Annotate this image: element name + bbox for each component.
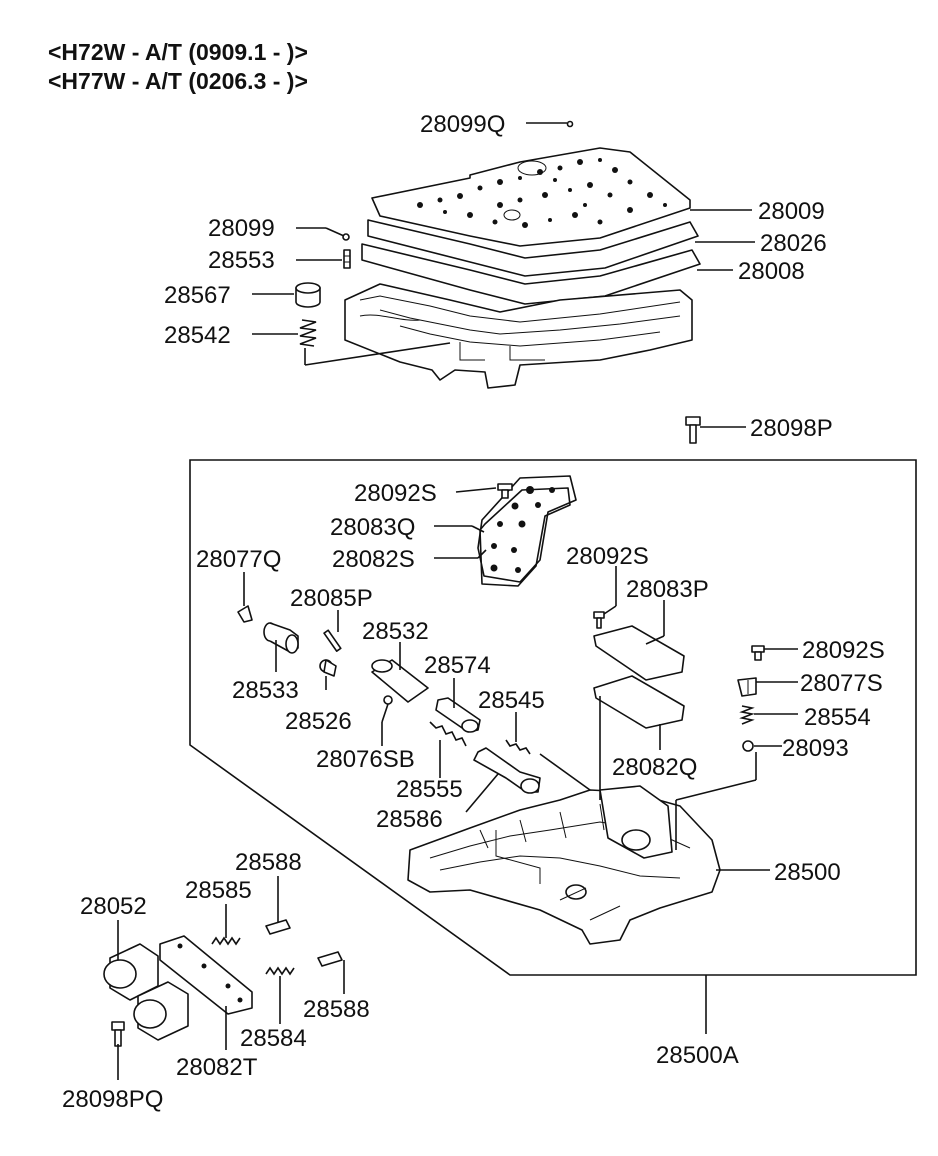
label-28092s-c: 28092S bbox=[802, 637, 885, 664]
model-header-line-1: <H72W - A/T (0909.1 - )> bbox=[48, 39, 308, 65]
label-28009: 28009 bbox=[758, 198, 825, 225]
label-28092s-a: 28092S bbox=[354, 480, 437, 507]
plug-28526 bbox=[319, 659, 337, 677]
valve-28586 bbox=[473, 747, 541, 794]
label-28588-a: 28588 bbox=[235, 849, 302, 876]
spring-28554 bbox=[739, 705, 755, 725]
model-header-line-2: <H77W - A/T (0206.3 - )> bbox=[48, 68, 308, 94]
screw-28092s-mid bbox=[593, 611, 605, 629]
label-28082t: 28082T bbox=[176, 1054, 258, 1081]
screw-28092s-right bbox=[751, 645, 765, 661]
label-28082s: 28082S bbox=[332, 546, 415, 573]
label-28554: 28554 bbox=[804, 704, 871, 731]
label-28083q: 28083Q bbox=[330, 514, 415, 541]
label-28533: 28533 bbox=[232, 677, 299, 704]
label-28588-b: 28588 bbox=[303, 996, 370, 1023]
pin-28553 bbox=[343, 249, 351, 269]
cup-28567 bbox=[295, 282, 321, 308]
label-28082q: 28082Q bbox=[612, 754, 697, 781]
pin-28588-lower bbox=[317, 951, 343, 967]
assembly-boundary-box bbox=[189, 459, 917, 976]
label-28093: 28093 bbox=[782, 735, 849, 762]
label-28092s-b: 28092S bbox=[566, 543, 649, 570]
plug-28077s bbox=[737, 677, 757, 697]
label-28098pq: 28098PQ bbox=[62, 1086, 163, 1113]
spring-28584 bbox=[265, 966, 295, 976]
label-28526: 28526 bbox=[285, 708, 352, 735]
separator-plate-28009 bbox=[371, 147, 691, 247]
label-28567: 28567 bbox=[164, 282, 231, 309]
label-28077s: 28077S bbox=[800, 670, 883, 697]
spring-28542 bbox=[299, 319, 317, 347]
label-28099q: 28099Q bbox=[420, 111, 505, 138]
label-28584: 28584 bbox=[240, 1025, 307, 1052]
label-28574: 28574 bbox=[424, 652, 491, 679]
label-28077q: 28077Q bbox=[196, 546, 281, 573]
label-28099: 28099 bbox=[208, 215, 275, 242]
spring-28545 bbox=[505, 739, 531, 755]
gasket-28082q bbox=[593, 675, 685, 729]
label-28542: 28542 bbox=[164, 322, 231, 349]
ball-28099q bbox=[566, 120, 574, 128]
ball-28099 bbox=[342, 233, 350, 241]
label-28545: 28545 bbox=[478, 687, 545, 714]
label-28553: 28553 bbox=[208, 247, 275, 274]
sleeve-28532 bbox=[371, 659, 429, 703]
label-28052: 28052 bbox=[80, 893, 147, 920]
label-28076sb: 28076SB bbox=[316, 746, 415, 773]
label-28085p: 28085P bbox=[290, 585, 373, 612]
bolt-28098pq bbox=[111, 1021, 125, 1047]
label-28500: 28500 bbox=[774, 859, 841, 886]
pin-28588-upper bbox=[265, 919, 291, 935]
label-28532: 28532 bbox=[362, 618, 429, 645]
label-28083p: 28083P bbox=[626, 576, 709, 603]
label-28098p: 28098P bbox=[750, 415, 833, 442]
valve-28574 bbox=[435, 697, 481, 733]
label-28500a: 28500A bbox=[656, 1042, 739, 1069]
label-28585: 28585 bbox=[185, 877, 252, 904]
gasket-28008 bbox=[361, 243, 701, 305]
screw-28092s-top bbox=[497, 483, 513, 499]
spring-28585 bbox=[211, 936, 241, 946]
cover-plate-28083p bbox=[593, 625, 685, 681]
solenoid-28052 bbox=[103, 943, 189, 1041]
lower-valve-body-28500 bbox=[407, 785, 721, 945]
spring-28555 bbox=[429, 721, 467, 747]
label-28008: 28008 bbox=[738, 258, 805, 285]
plug-28077q bbox=[237, 605, 253, 623]
ball-28076sb bbox=[383, 695, 393, 705]
gasket-28026 bbox=[367, 219, 699, 277]
ball-28093 bbox=[742, 740, 754, 752]
upper-valve-body bbox=[344, 283, 693, 389]
bolt-28098p bbox=[685, 416, 701, 444]
label-28026: 28026 bbox=[760, 230, 827, 257]
label-28586: 28586 bbox=[376, 806, 443, 833]
cover-plate-28083q bbox=[477, 475, 577, 587]
sleeve-28533 bbox=[263, 622, 299, 654]
plate-28082t bbox=[159, 935, 253, 1015]
label-28555: 28555 bbox=[396, 776, 463, 803]
pin-28085p bbox=[323, 629, 342, 652]
